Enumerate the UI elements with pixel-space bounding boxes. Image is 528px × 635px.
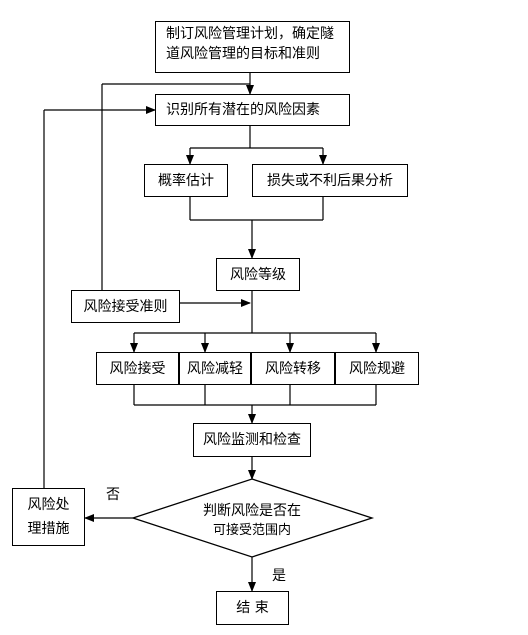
- node-level: 风险等级: [216, 258, 300, 291]
- node-acceptance-criteria: 风险接受准则: [71, 290, 180, 323]
- node-reduce: 风险减轻: [179, 352, 251, 385]
- node-accept: 风险接受: [96, 352, 179, 385]
- node-transfer: 风险转移: [251, 352, 335, 385]
- node-probability: 概率估计: [144, 164, 228, 197]
- edge-label-no: 否: [106, 487, 120, 503]
- decision-line2: 可接受范围内: [212, 523, 291, 538]
- decision-diamond: [130, 478, 375, 558]
- node-end: 结 束: [216, 591, 289, 625]
- decision-line1: 判断风险是否在: [203, 503, 301, 519]
- node-treat: 风险处理措施: [12, 488, 85, 546]
- node-avoid: 风险规避: [335, 352, 419, 385]
- edge-label-yes: 是: [272, 568, 286, 584]
- node-identify: 识别所有潜在的风险因素: [155, 94, 350, 126]
- node-monitor: 风险监测和检查: [193, 423, 311, 457]
- node-plan: 制订风险管理计划，确定隧道风险管理的目标和准则: [155, 21, 350, 73]
- node-loss: 损失或不利后果分析: [252, 164, 408, 197]
